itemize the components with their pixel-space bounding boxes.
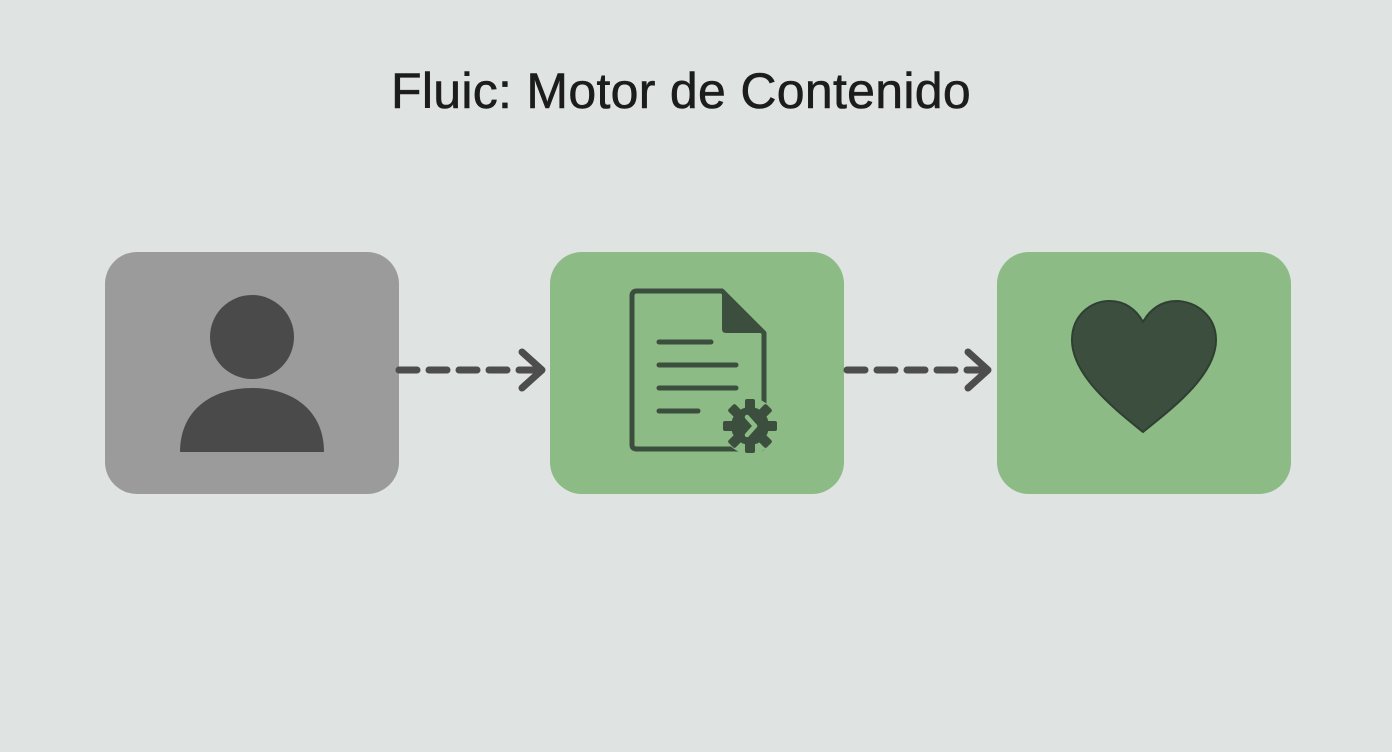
user-icon (180, 295, 324, 452)
arrow-head-icon (518, 348, 546, 392)
diagram-title: Fluic: Motor de Contenido (390, 63, 971, 120)
edge-user-to-content (395, 348, 546, 392)
gear-icon (722, 398, 778, 454)
node-engagement (997, 252, 1291, 494)
document-gear-icon (629, 288, 778, 454)
edge-content-to-engagement (843, 348, 992, 392)
arrow-head-icon (964, 348, 992, 392)
heart-icon (1071, 300, 1217, 433)
node-content-box (550, 252, 844, 494)
node-user (105, 252, 399, 494)
node-content (550, 252, 844, 494)
